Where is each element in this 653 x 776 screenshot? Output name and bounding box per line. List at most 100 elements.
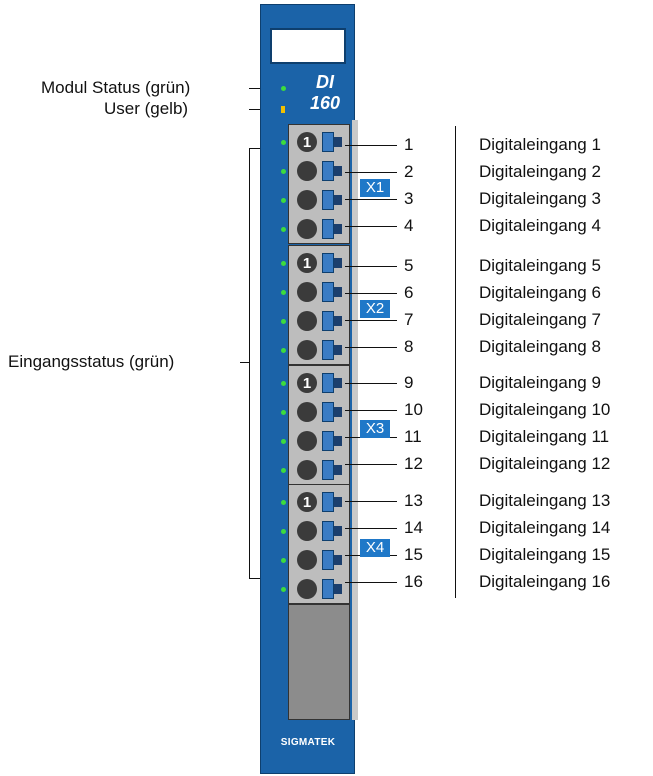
input-status-led xyxy=(281,410,286,415)
pin-number: 9 xyxy=(404,373,414,392)
spring-clamp xyxy=(322,521,334,541)
pin-number: 6 xyxy=(404,283,414,302)
spring-clamp xyxy=(322,253,334,273)
bracket-tick xyxy=(240,362,250,363)
input-status-led xyxy=(281,500,286,505)
input-description: Digitaleingang 1 xyxy=(479,135,601,154)
pin-number: 8 xyxy=(404,337,414,356)
terminal-hole xyxy=(297,311,317,331)
terminal-hole xyxy=(297,521,317,541)
list-divider xyxy=(455,126,456,598)
connector-badge: X1 xyxy=(360,179,390,197)
terminal-hole xyxy=(297,340,317,360)
pin-number: 14 xyxy=(404,518,423,537)
clamp-tab xyxy=(334,258,342,268)
pin-number: 1 xyxy=(404,135,414,154)
input-description: Digitaleingang 15 xyxy=(479,545,611,564)
label-window xyxy=(270,28,346,64)
pin-leader xyxy=(345,528,397,529)
pin-number: 12 xyxy=(404,454,423,473)
spring-clamp xyxy=(322,161,334,181)
clamp-tab xyxy=(334,287,342,297)
spring-clamp xyxy=(322,132,334,152)
input-status-led xyxy=(281,468,286,473)
pin-number: 3 xyxy=(404,189,414,208)
terminal-hole xyxy=(297,219,317,239)
input-status-led xyxy=(281,261,286,266)
pin-leader xyxy=(345,145,397,146)
pin-number: 10 xyxy=(404,400,423,419)
input-status-led xyxy=(281,290,286,295)
pin-number: 13 xyxy=(404,491,423,510)
pin-leader xyxy=(345,582,397,583)
spring-clamp xyxy=(322,282,334,302)
clamp-tab xyxy=(334,195,342,205)
terminal-hole: 1 xyxy=(297,253,317,273)
terminal-hole xyxy=(297,550,317,570)
pin-leader xyxy=(345,410,397,411)
user-led xyxy=(281,106,285,113)
input-description: Digitaleingang 4 xyxy=(479,216,601,235)
pin-leader xyxy=(345,464,397,465)
clamp-tab xyxy=(334,465,342,475)
user-led-label: User (gelb) xyxy=(104,99,189,118)
clamp-tab xyxy=(334,378,342,388)
input-description: Digitaleingang 3 xyxy=(479,189,601,208)
pin-leader xyxy=(345,293,397,294)
input-description: Digitaleingang 2 xyxy=(479,162,601,181)
input-status-led xyxy=(281,140,286,145)
spring-clamp xyxy=(322,402,334,422)
pin-leader xyxy=(345,266,397,267)
module-status-label: Modul Status (grün) xyxy=(41,78,191,97)
input-status-label: Eingangsstatus (grün) xyxy=(8,352,175,371)
module-status-led xyxy=(281,86,286,91)
input-status-led xyxy=(281,439,286,444)
clamp-tab xyxy=(334,137,342,147)
input-status-led xyxy=(281,381,286,386)
spring-clamp xyxy=(322,373,334,393)
clamp-tab xyxy=(334,584,342,594)
connector-badge: X4 xyxy=(360,539,390,557)
spring-clamp xyxy=(322,340,334,360)
input-status-led xyxy=(281,319,286,324)
model-number: 160 xyxy=(309,93,341,113)
pin-leader xyxy=(345,383,397,384)
input-status-bracket xyxy=(249,148,250,578)
pin-number: 4 xyxy=(404,216,414,235)
pin-leader xyxy=(345,320,397,321)
pin-leader xyxy=(345,347,397,348)
input-status-led xyxy=(281,169,286,174)
spring-clamp xyxy=(322,431,334,451)
spring-clamp xyxy=(322,311,334,331)
input-description: Digitaleingang 7 xyxy=(479,310,601,329)
spring-clamp xyxy=(322,579,334,599)
input-status-led xyxy=(281,348,286,353)
terminal-hole xyxy=(297,460,317,480)
input-description: Digitaleingang 14 xyxy=(479,518,611,537)
clamp-tab xyxy=(334,497,342,507)
input-description: Digitaleingang 6 xyxy=(479,283,601,302)
terminal-hole xyxy=(297,161,317,181)
clamp-tab xyxy=(334,166,342,176)
input-status-led xyxy=(281,529,286,534)
input-description: Digitaleingang 16 xyxy=(479,572,611,591)
input-status-led xyxy=(281,558,286,563)
pin-leader xyxy=(345,226,397,227)
clamp-tab xyxy=(334,224,342,234)
spring-clamp xyxy=(322,492,334,512)
pin-number: 16 xyxy=(404,572,423,591)
terminal-hole xyxy=(297,579,317,599)
clamp-tab xyxy=(334,555,342,565)
input-description: Digitaleingang 5 xyxy=(479,256,601,275)
terminal-hole: 1 xyxy=(297,373,317,393)
module-side-shade xyxy=(352,120,358,720)
input-description: Digitaleingang 9 xyxy=(479,373,601,392)
terminal-hole: 1 xyxy=(297,132,317,152)
input-status-led xyxy=(281,587,286,592)
spring-clamp xyxy=(322,190,334,210)
pin-number: 11 xyxy=(404,427,422,446)
terminal-cover xyxy=(288,604,350,720)
input-description: Digitaleingang 12 xyxy=(479,454,611,473)
clamp-tab xyxy=(334,407,342,417)
terminal-hole xyxy=(297,402,317,422)
